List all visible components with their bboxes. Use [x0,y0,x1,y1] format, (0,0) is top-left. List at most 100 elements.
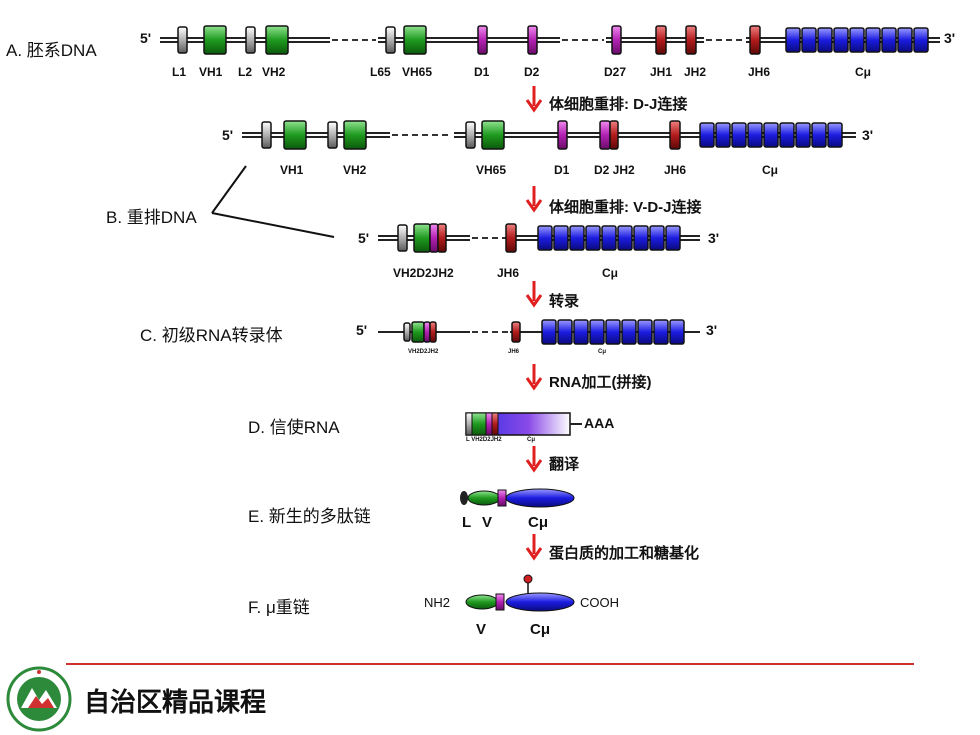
row-a-cmu-exon-7 [881,27,897,53]
row-a-l65-label: L65 [370,65,391,79]
row-b1-jh6-segment [669,120,681,150]
row-e-l-peptide [460,491,468,505]
row-f-glycan-icon [523,574,533,584]
row-e-v-domain [467,490,501,506]
step-splicing-label: RNA加工(拼接) [549,374,652,391]
row-b2-jh6-label: JH6 [497,266,520,280]
row-a-l1-label: L1 [172,65,187,79]
section-a-label: A. 胚系DNA [6,41,97,60]
row-b1-vh2-label: VH2 [343,163,367,177]
row-a-cmu-exon-4 [833,27,849,53]
row-d-aaa: AAA [584,415,615,431]
step-translation-label: 翻译 [549,456,580,473]
row-a-d1-label: D1 [474,65,490,79]
row-e-cmu-label: Cμ [528,514,549,531]
arrow-dj-head [525,99,543,113]
row-a-cmu-exon-8 [897,27,913,53]
row-b1-d1-label: D1 [554,163,570,177]
row-b1-vh2-segment [343,120,367,150]
section-f-label: F. μ重链 [248,598,310,617]
row-d-cmu-label: Cμ [527,437,536,443]
row-d-v-segment [471,412,487,436]
row-c-jh6-segment [511,321,521,343]
row-a-cmu-exon-2 [801,27,817,53]
row-e-c-domain [505,488,575,508]
row-a-jh6-label: JH6 [748,65,771,79]
row-a-jh1-segment [655,25,667,55]
row-b1-d1-segment [557,120,568,150]
row-a-3prime: 3' [944,30,956,46]
row-a-cmu-label: Cμ [855,65,872,79]
row-a-cmu-exon-9 [913,27,929,53]
row-b1-vh1-segment [283,120,307,150]
row-c-cmu-exon-8 [653,319,669,345]
row-b2-cmu-exon-5 [601,225,617,251]
row-d-vdj-label: L VH2D2JH2 [466,437,502,443]
row-b2-cmu-exon-3 [569,225,585,251]
row-c-3prime: 3' [706,322,718,338]
row-e-l-label: L [462,514,472,531]
row-a-cmu-exon-5 [849,27,865,53]
row-a-jh1-label: JH1 [650,65,673,79]
section-d-label: D. 信使RNA [248,418,340,437]
row-b2-cmu-exon-1 [537,225,553,251]
row-e-v-label: V [482,514,493,531]
row-f-c-domain [505,592,575,612]
row-b1-cmu-exon-1 [699,122,715,148]
row-a-cmu-exon-6 [865,27,881,53]
row-b1-cmu-exon-7 [795,122,811,148]
row-b1-d2jh2-label: D2 JH2 [594,163,635,177]
row-b2-cmu-exon-7 [633,225,649,251]
row-b2-d2-segment [429,223,439,253]
row-c-cmu-exon-3 [573,319,589,345]
row-d-d-segment [485,412,493,436]
row-b2-cmu-exon-2 [553,225,569,251]
row-b2-cmu-exon-8 [649,225,665,251]
row-a-vh2-label: VH2 [262,65,286,79]
row-c-vdj-label: VH2D2JH2 [408,349,439,355]
footer-divider [66,663,914,665]
row-c-cmu-label: Cμ [598,349,607,355]
row-c-cmu-exon-1 [541,319,557,345]
row-a-jh6-segment [749,25,761,55]
row-d-j-segment [491,412,499,436]
row-b2-cmu-exon-9 [665,225,681,251]
row-f-nh2-label: NH2 [424,595,451,610]
row-a-5prime: 5' [140,30,152,46]
row-b1-cmu-exon-5 [763,122,779,148]
row-c-vh2-segment [411,321,425,343]
arrow-vdj-head [525,199,543,213]
row-a-d27-segment [611,25,622,55]
row-f-v-domain [465,594,499,610]
row-c-cmu-exon-7 [637,319,653,345]
section-c-label: C. 初级RNA转录体 [140,326,283,345]
row-b2-jh6-segment [505,223,517,253]
row-b2-cmu-label: Cμ [602,266,619,280]
row-b1-l65-segment [465,121,476,149]
arrow-splicing-head [525,377,543,391]
row-b1-vh1-label: VH1 [280,163,304,177]
row-a-d2-segment [527,25,538,55]
row-e-dj-region [497,489,507,507]
row-b2-cmu-exon-6 [617,225,633,251]
step-vdj-label: 体细胞重排: V-D-J连接 [549,199,702,216]
row-a-d27-label: D27 [604,65,627,79]
row-a-l1-segment [177,26,188,54]
row-b1-cmu-exon-6 [779,122,795,148]
row-a-vh65-segment [403,25,427,55]
row-b2-vdj-label: VH2D2JH2 [393,266,454,280]
row-c-cmu-exon-6 [621,319,637,345]
step-transcription-label: 转录 [549,293,580,310]
row-b1-vh65-label: VH65 [476,163,507,177]
row-a-l65-segment [385,26,396,54]
row-c-cmu-exon-5 [605,319,621,345]
row-b1-jh2-segment [609,120,619,150]
row-f-cooh-label: COOH [580,595,619,610]
row-b2-cmu-exon-4 [585,225,601,251]
section-b-label: B. 重排DNA [106,208,197,227]
row-b1-3prime: 3' [862,127,874,143]
row-b1-vh65-segment [481,120,505,150]
row-b2-3prime: 3' [708,230,720,246]
row-a-vh1-label: VH1 [199,65,223,79]
row-a-d1-segment [477,25,488,55]
